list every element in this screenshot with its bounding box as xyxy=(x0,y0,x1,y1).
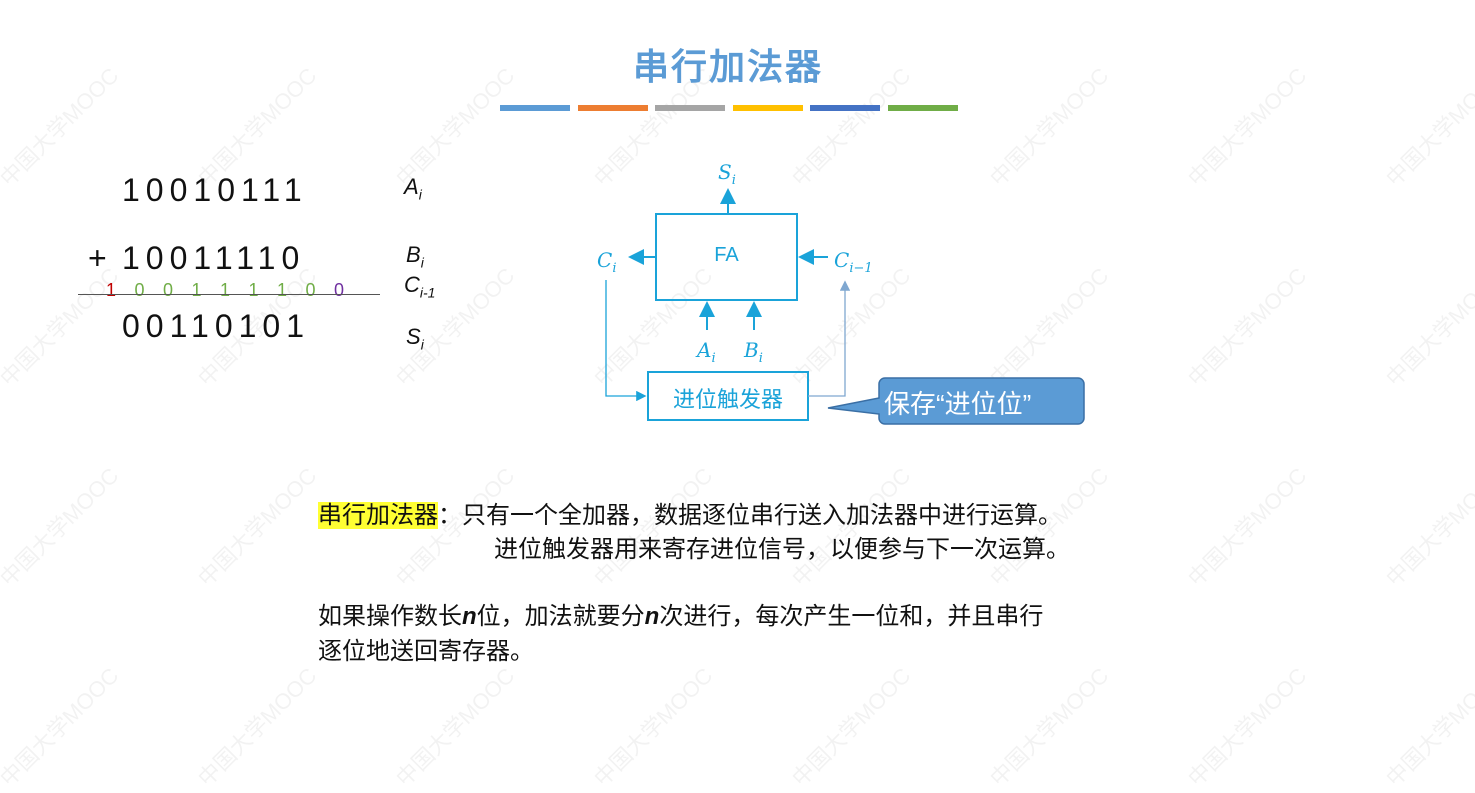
carry-digit: 1 xyxy=(248,280,259,300)
title-bar-segment xyxy=(655,105,725,111)
label-text: A xyxy=(404,174,419,199)
sum-result: 00110101 xyxy=(122,308,310,344)
operand-b: 10011110 xyxy=(122,240,306,276)
highlighted-term: 串行加法器 xyxy=(318,502,438,529)
label-sub: i xyxy=(711,351,716,366)
carry-to-flipflop-line xyxy=(605,280,647,402)
label-sub: i xyxy=(418,186,422,203)
label-text: B xyxy=(406,242,421,267)
diagram-ci: Ci xyxy=(597,248,616,276)
diagram-ai: Ai xyxy=(697,338,716,366)
variable-n: n xyxy=(462,603,477,630)
label-ci-1: Ci-1 xyxy=(404,272,435,300)
definition-text: 只有一个全加器，数据逐位串行送入加法器中进行运算。 xyxy=(462,502,1062,529)
label-sub: i-1 xyxy=(419,284,436,301)
title-bar-segment xyxy=(887,105,958,111)
flipflop-to-carry-line xyxy=(808,280,851,397)
carry-digit: 0 xyxy=(305,280,316,300)
carry-digit: 1 xyxy=(277,280,288,300)
callout-bubble xyxy=(827,377,1085,425)
colon: ： xyxy=(438,502,462,529)
text-segment: 位，加法就要分 xyxy=(476,603,645,630)
fa-label: FA xyxy=(714,244,739,266)
carry-digit: 0 xyxy=(334,280,345,300)
carry-digit: 1 xyxy=(191,280,202,300)
flipflop-label: 进位触发器 xyxy=(672,387,783,412)
label-si: Si xyxy=(406,324,424,352)
callout-text: 保存“进位位” xyxy=(884,389,1032,419)
label-bi: Bi xyxy=(406,242,424,270)
label-sub: i xyxy=(420,254,424,271)
text-segment: 如果操作数长 xyxy=(318,603,462,630)
label-text: C xyxy=(404,272,420,297)
definition-line-1: 串行加法器：只有一个全加器，数据逐位串行送入加法器中进行运算。 xyxy=(318,495,1062,530)
label-sub: i xyxy=(420,336,424,353)
title-bar-segment xyxy=(810,105,880,111)
label-text: C xyxy=(834,248,850,272)
label-sub: i xyxy=(758,351,763,366)
variable-n: n xyxy=(644,603,660,630)
label-text: S xyxy=(406,324,421,349)
sum-rule xyxy=(78,294,380,295)
title-bar-segment xyxy=(500,105,570,111)
label-text: A xyxy=(697,338,712,362)
title-bar-segment xyxy=(732,105,803,111)
diagram-ci-1: Ci−1 xyxy=(834,248,873,276)
carry-digit: 0 xyxy=(134,280,145,300)
title-bar-segment xyxy=(577,105,648,111)
label-sub: i xyxy=(731,173,736,188)
label-ai: Ai xyxy=(404,174,422,202)
label-text: S xyxy=(718,160,732,184)
diagram-si: Si xyxy=(718,160,736,188)
carry-digit: 1 xyxy=(106,280,117,300)
paragraph-2-line-2: 逐位地送回寄存器。 xyxy=(318,638,534,665)
definition-line-2: 进位触发器用来寄存进位信号，以便参与下一次运算。 xyxy=(494,536,1070,563)
paragraph-2-line-1: 如果操作数长n位，加法就要分n次进行，每次产生一位和，并且串行 xyxy=(318,596,1043,631)
serial-adder-diagram xyxy=(605,188,1085,425)
operand-a: 10010111 xyxy=(122,172,308,208)
slide-title: 串行加法器 xyxy=(632,46,823,87)
plus-sign: + xyxy=(88,240,113,276)
label-text: C xyxy=(597,248,613,272)
diagram-bi: Bi xyxy=(744,338,763,366)
label-sub: i−1 xyxy=(849,261,873,276)
label-sub: i xyxy=(612,261,617,276)
text-segment: 次进行，每次产生一位和，并且串行 xyxy=(659,603,1044,630)
carry-digit: 0 xyxy=(163,280,174,300)
label-text: B xyxy=(744,338,759,362)
carry-digit: 1 xyxy=(220,280,231,300)
